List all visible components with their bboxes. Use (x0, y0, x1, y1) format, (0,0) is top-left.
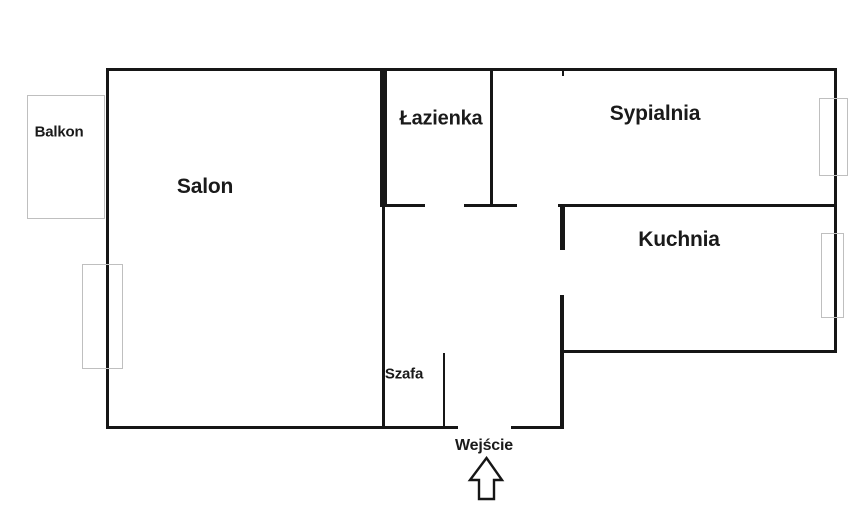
wall-exterior-top (106, 68, 837, 71)
wall-lazienka-east (490, 68, 493, 207)
room-label-salon: Salon (176, 175, 234, 198)
wall-exterior-right (834, 68, 837, 353)
entry-door-leaf (443, 353, 445, 427)
entrance-label: Wejście (455, 437, 513, 454)
wall-kuchnia-south (561, 350, 837, 353)
wall-exterior-bottom-right (511, 426, 564, 429)
room-label-kuchnia: Kuchnia (638, 228, 720, 251)
wall-top-tick (562, 70, 564, 76)
sypialnia-window (819, 98, 848, 176)
wall-lazienka-south (380, 204, 425, 207)
door-jamb-cap (464, 204, 517, 207)
wall-kuchnia-north (558, 204, 837, 207)
wall-lazienka-west-thick (380, 68, 387, 207)
wall-kuchnia-west-stub (560, 204, 565, 250)
wall-salon-east (382, 204, 385, 429)
kuchnia-window (821, 233, 844, 318)
room-label-szafa: Szafa (384, 365, 424, 383)
room-label-sypialnia: Sypialnia (609, 102, 701, 125)
salon-window (82, 264, 123, 369)
entrance-arrow-icon (467, 456, 505, 501)
room-label-lazienka: Łazienka (399, 107, 483, 130)
balkon-outline (27, 95, 105, 219)
wall-corridor-east (560, 295, 564, 429)
wall-exterior-bottom-left (106, 426, 458, 429)
room-label-balkon: Balkon (34, 123, 84, 141)
wall-exterior-left (106, 68, 109, 429)
